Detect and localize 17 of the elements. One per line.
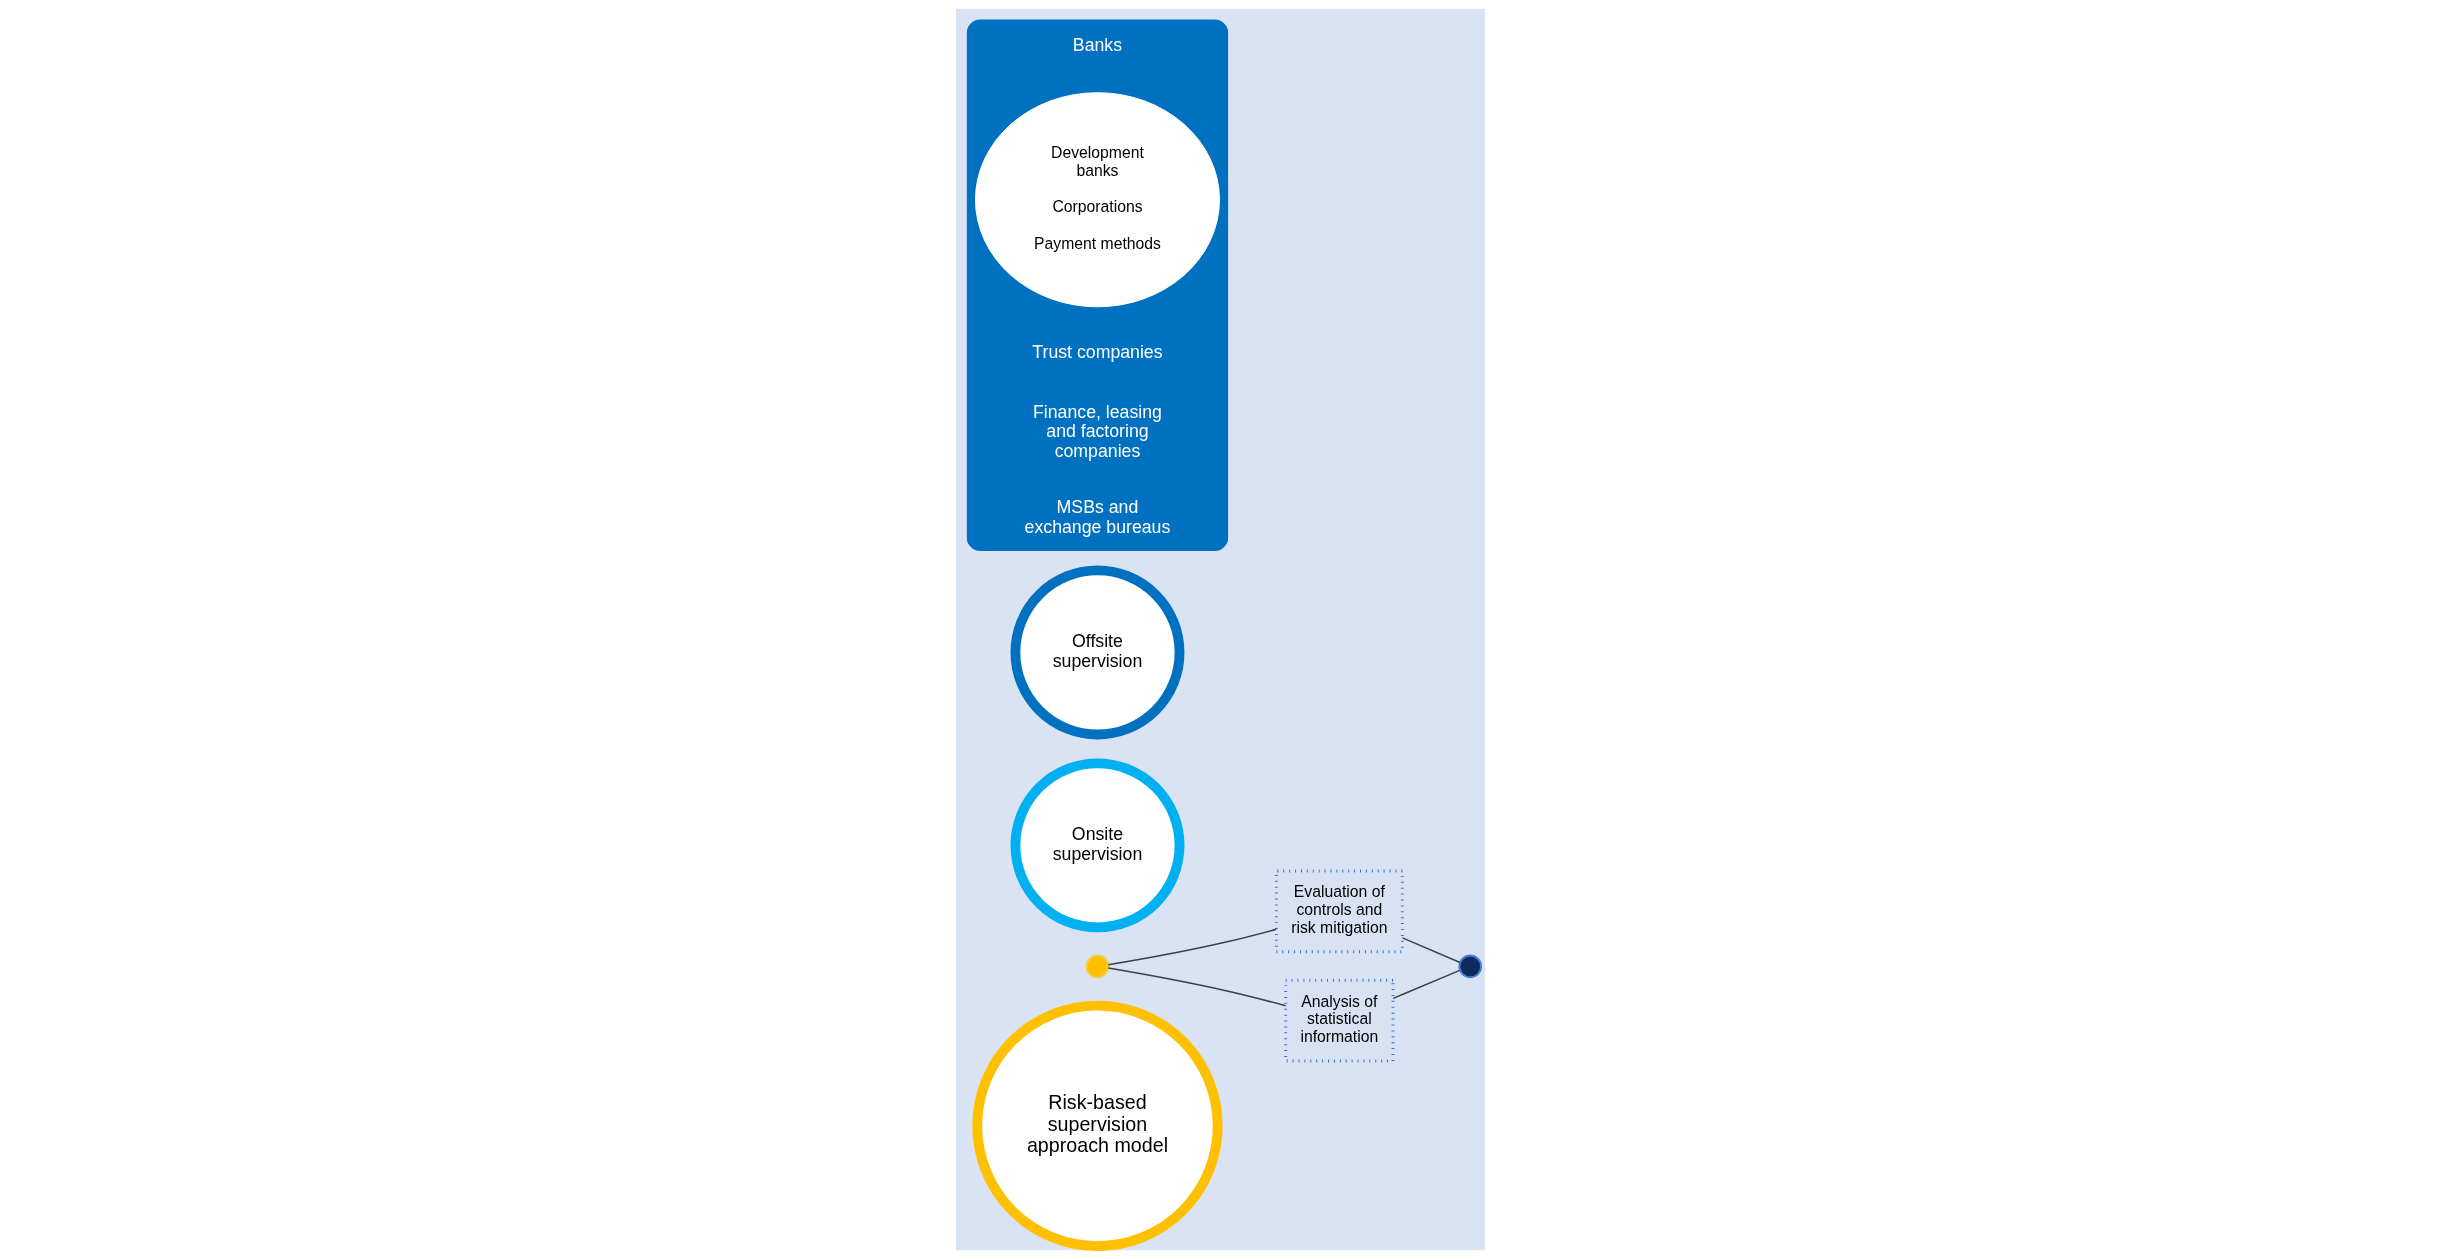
node-ellipse: Development banks Corporations Payment methods (974, 92, 1220, 308)
node-circle (1085, 954, 1109, 979)
node-box: Analysis of statistical information (1283, 978, 1394, 1063)
cluster (966, 19, 1228, 552)
node-text: MSBs and exchange bureaus (1024, 497, 1170, 537)
connector (1401, 937, 1461, 964)
node-circle: Offsite supervision (1010, 565, 1184, 740)
node-circle: Risk-based supervision approach model (971, 1000, 1223, 1251)
connector (1106, 928, 1277, 966)
node-text: Finance, leasing and factoring companies (1032, 401, 1162, 461)
connector (1106, 967, 1286, 1007)
connector (1391, 969, 1460, 1000)
node-circle (1457, 954, 1482, 979)
node-text: Trust companies (1031, 341, 1163, 362)
node-box: Evaluation of controls and risk mitigation (1274, 869, 1404, 954)
node-text: Banks (1072, 34, 1122, 55)
node-circle: Onsite supervision (1010, 758, 1184, 933)
